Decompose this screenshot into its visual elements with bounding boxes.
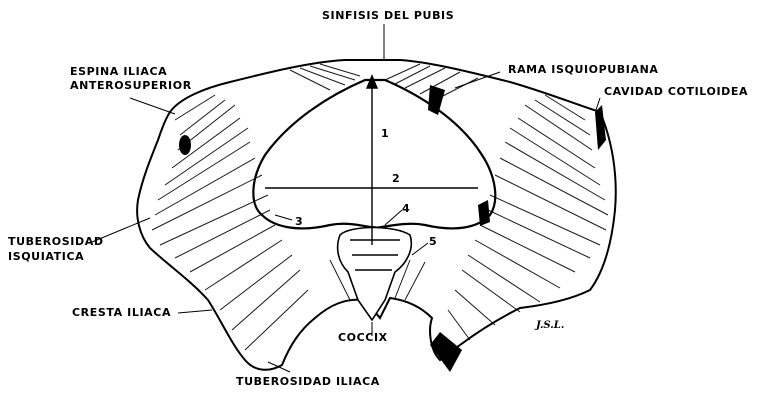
number-5: 5 <box>429 236 437 247</box>
label-cavidad-cotiloidea: CAVIDAD COTILOIDEA <box>604 86 748 98</box>
leader-tuberosidad-iliaca <box>268 362 290 372</box>
leader-5 <box>412 243 428 255</box>
label-tuberosidad-isquiatica-line1: TUBEROSIDAD <box>8 236 104 248</box>
label-cresta-iliaca: CRESTA ILIACA <box>72 307 171 319</box>
number-4: 4 <box>402 203 410 214</box>
label-sinfisis-del-pubis: SINFISIS DEL PUBIS <box>322 10 454 22</box>
label-rama-isquiopubiana: RAMA ISQUIOPUBIANA <box>508 64 659 76</box>
label-tuberosidad-iliaca: TUBEROSIDAD ILIACA <box>236 376 380 388</box>
label-espina-iliaca-line1: ESPINA ILIACA <box>70 66 167 78</box>
pelvic-inlet <box>253 80 495 228</box>
artist-signature: J.S.L. <box>536 320 564 331</box>
label-coccix: COCCIX <box>338 332 388 344</box>
label-tuberosidad-isquiatica-line2: ISQUIATICA <box>8 251 84 263</box>
leader-espina <box>130 98 175 114</box>
sacrum <box>338 228 412 321</box>
label-espina-iliaca-line2: ANTEROSUPERIOR <box>70 80 192 92</box>
leader-cresta <box>178 310 212 313</box>
number-2: 2 <box>392 173 400 184</box>
number-3: 3 <box>295 216 303 227</box>
number-1: 1 <box>381 128 389 139</box>
